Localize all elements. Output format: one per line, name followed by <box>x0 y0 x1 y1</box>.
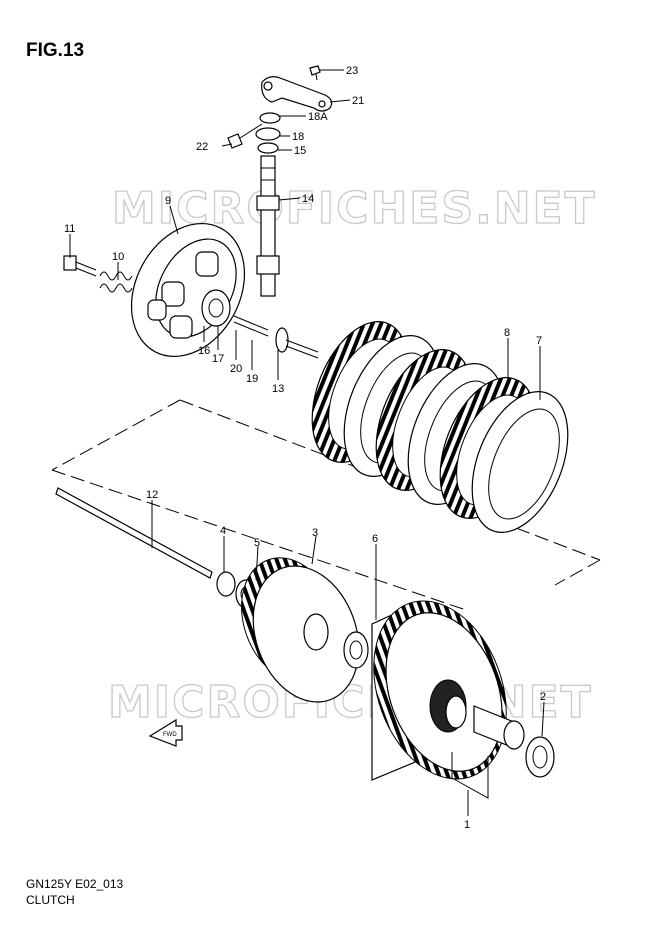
callout-12: 12 <box>146 489 158 501</box>
callout-17: 17 <box>212 353 224 365</box>
callout-20: 20 <box>230 363 242 375</box>
push-rod-19 <box>233 315 319 359</box>
watermark-bottom: MICROFICHES.NET <box>108 677 593 728</box>
callout-19: 19 <box>246 373 258 385</box>
footer-name: CLUTCH <box>26 893 75 907</box>
bolt-11 <box>63 255 97 277</box>
callout-16: 16 <box>198 345 210 357</box>
spring-10 <box>99 271 133 293</box>
oil-seal-18 <box>255 127 281 141</box>
callout-22: 22 <box>196 141 208 153</box>
release-shaft <box>256 155 280 297</box>
clutch-plates <box>311 321 569 533</box>
callout-21: 21 <box>352 95 364 107</box>
callout-8: 8 <box>504 327 510 339</box>
callout-4: 4 <box>220 525 226 537</box>
callout-9: 9 <box>165 195 171 207</box>
callout-18a: 18A <box>308 111 328 123</box>
washer-15 <box>257 142 279 154</box>
spring-18a <box>259 112 281 124</box>
clutch-sleeve-hub <box>241 557 360 703</box>
figure-title: FIG.13 <box>26 40 85 61</box>
primary-driven-gear <box>371 600 507 781</box>
callout-18: 18 <box>292 131 304 143</box>
callout-3: 3 <box>312 527 318 539</box>
callout-10: 10 <box>112 251 124 263</box>
bearing-17 <box>201 289 231 327</box>
spacer-bush <box>473 705 525 750</box>
washer-6 <box>343 631 369 669</box>
callout-14: 14 <box>302 193 314 205</box>
screw-23 <box>309 65 321 81</box>
callout-11: 11 <box>64 223 75 235</box>
callout-5: 5 <box>254 537 260 549</box>
callout-7: 7 <box>536 335 542 347</box>
callout-2: 2 <box>540 691 546 703</box>
fwd-label: FWD <box>163 732 177 738</box>
callout-15: 15 <box>294 145 306 157</box>
callout-1: 1 <box>464 819 470 831</box>
release-arm <box>261 76 333 112</box>
leader-lines <box>69 69 545 816</box>
footer-code: GN125Y E02_013 <box>26 877 124 891</box>
callout-13: 13 <box>272 383 284 395</box>
plate-inner-ring <box>488 408 560 520</box>
push-rod-12 <box>55 487 213 579</box>
fwd-arrow-icon: FWD <box>148 718 183 747</box>
callout-labels: 23 21 18A 18 22 15 14 9 11 10 16 17 20 1… <box>64 65 546 831</box>
callout-6: 6 <box>372 533 378 545</box>
nut-4 <box>216 571 236 597</box>
washer-2 <box>525 736 555 778</box>
callout-23: 23 <box>346 65 358 77</box>
